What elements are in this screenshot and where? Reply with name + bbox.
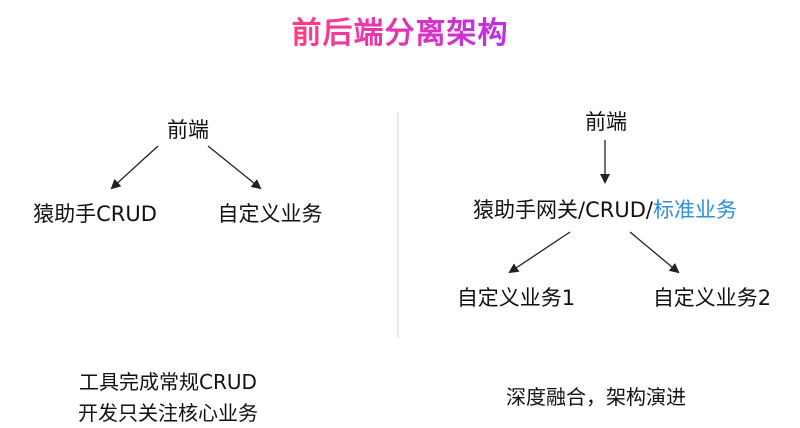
arrow-left-root-to-child2 bbox=[207, 145, 262, 190]
right-middle-node-highlight: 标准业务 bbox=[652, 198, 737, 222]
left-child-node-2: 自定义业务 bbox=[217, 202, 323, 226]
arrow-right-middle-to-child2 bbox=[629, 231, 680, 274]
left-child-node-1: 猿助手CRUD bbox=[33, 202, 157, 226]
right-middle-node-prefix: 猿助手网关/CRUD/ bbox=[473, 198, 653, 222]
arrow-left-root-to-child1 bbox=[110, 145, 159, 190]
diagram-title: 前后端分离架构 bbox=[0, 8, 800, 52]
left-caption-line-2: 开发只关注核心业务 bbox=[78, 401, 258, 425]
left-caption-line-1: 工具完成常规CRUD bbox=[79, 370, 257, 394]
right-middle-node: 猿助手网关/CRUD/标准业务 bbox=[473, 194, 737, 224]
right-child-node-1: 自定义业务1 bbox=[456, 286, 576, 310]
right-child-node-2: 自定义业务2 bbox=[652, 286, 772, 310]
arrow-right-middle-to-child1 bbox=[508, 231, 571, 274]
right-root-node: 前端 bbox=[585, 110, 627, 134]
diagram-title-text: 前后端分离架构 bbox=[291, 16, 509, 51]
left-root-node: 前端 bbox=[167, 118, 209, 142]
right-caption: 深度融合，架构演进 bbox=[506, 385, 686, 409]
